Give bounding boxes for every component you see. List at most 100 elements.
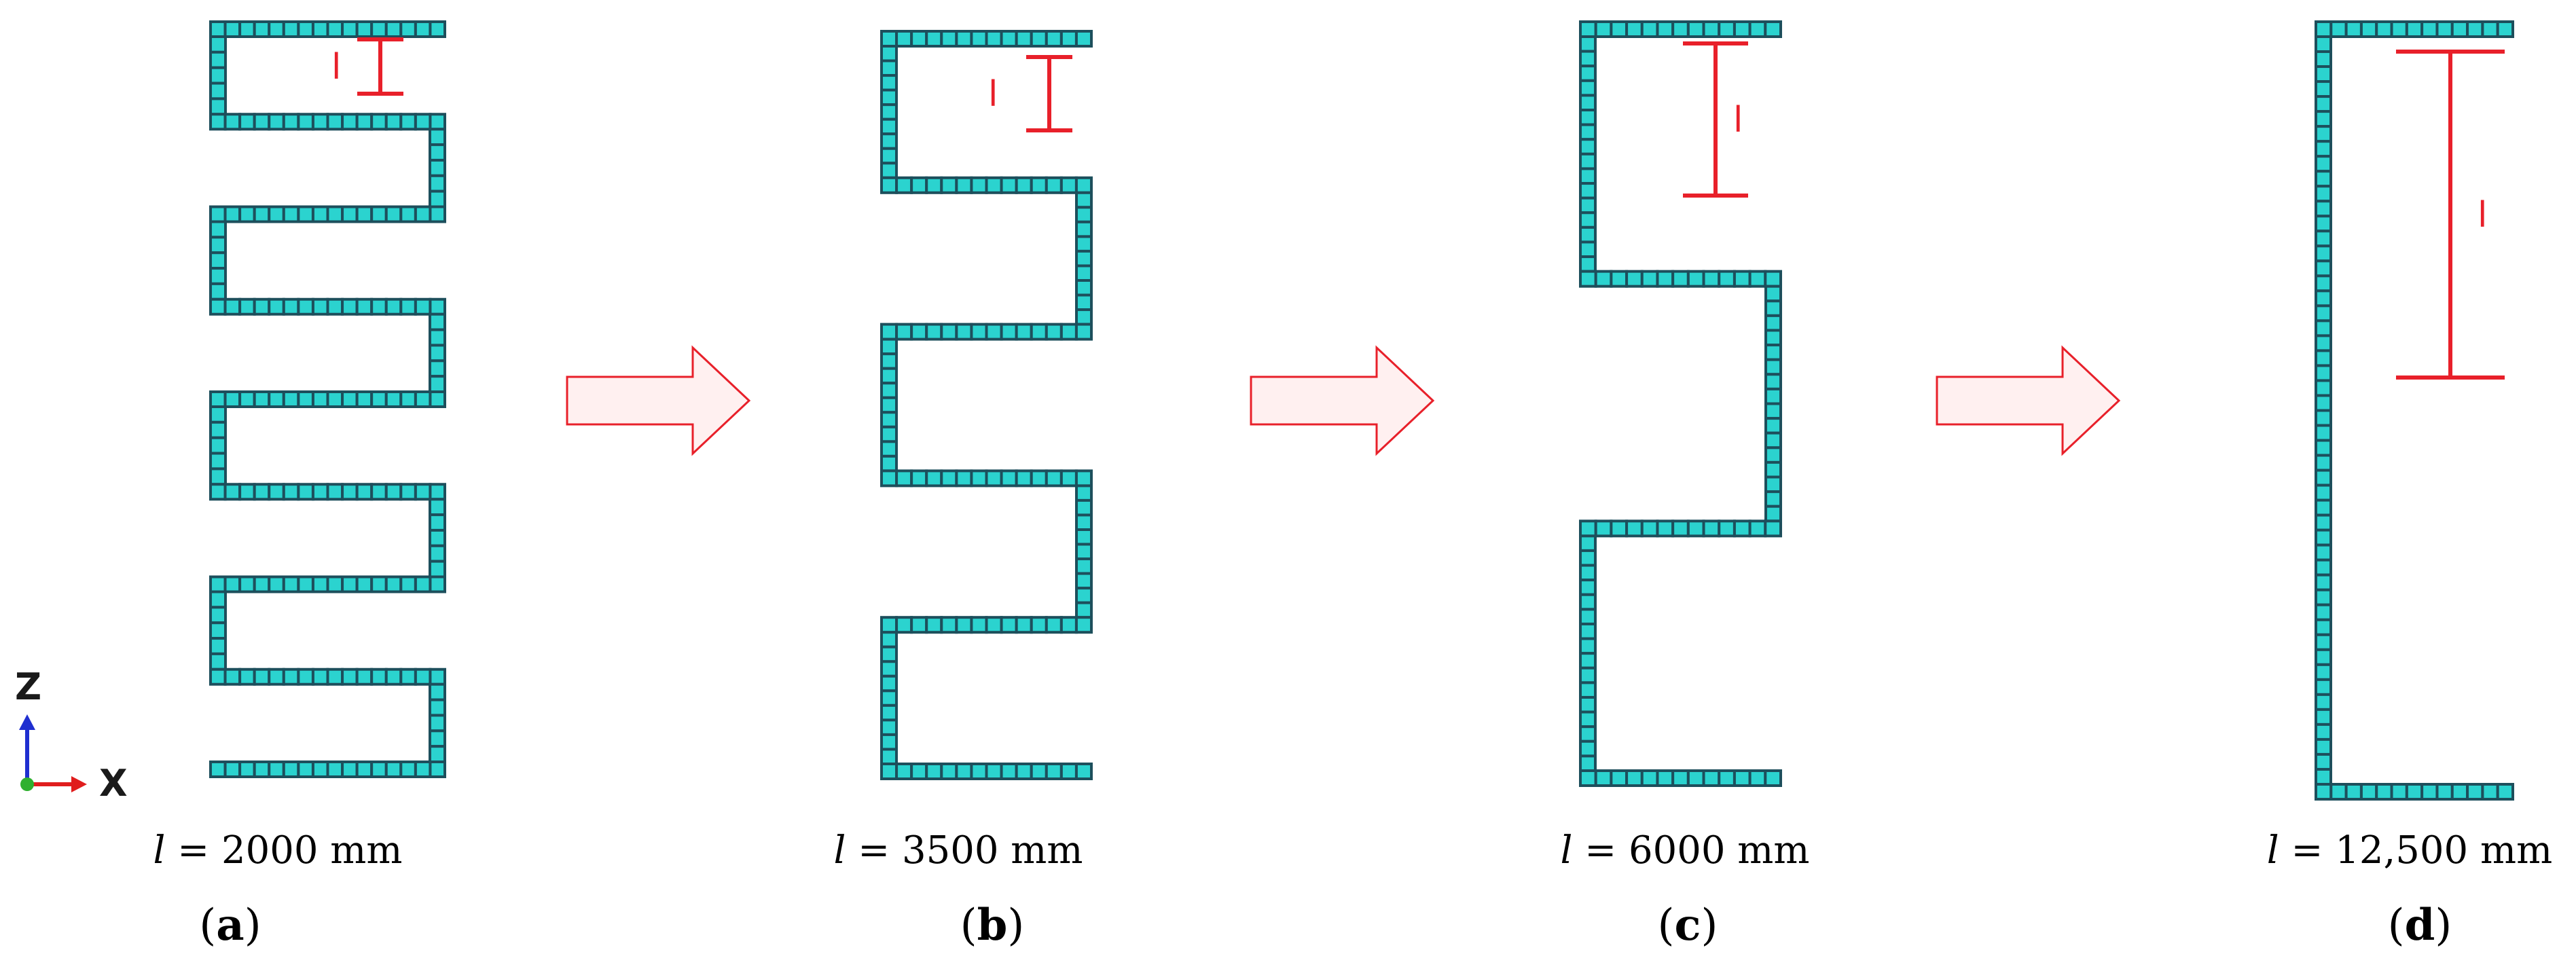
mesh-element: [326, 297, 344, 316]
mesh-element: [2315, 528, 2332, 547]
mesh-element: [223, 667, 242, 686]
mesh-element: [2315, 603, 2332, 621]
mesh-element: [326, 205, 344, 223]
mesh-element: [1764, 417, 1782, 435]
mesh-element: [1764, 519, 1782, 538]
mesh-element: [282, 390, 300, 408]
mesh-element: [1579, 240, 1597, 259]
mesh-element: [2315, 722, 2332, 741]
mesh-element: [238, 297, 256, 316]
mesh-element: [2450, 783, 2469, 801]
mesh-element: [2315, 215, 2332, 233]
mesh-element: [1075, 279, 1093, 297]
mesh-element: [1718, 519, 1736, 538]
mesh-element: [2315, 35, 2332, 54]
mesh-element: [1000, 176, 1018, 194]
mesh-element: [282, 761, 300, 778]
panel-letter: a: [216, 900, 244, 951]
mesh-element: [399, 575, 417, 593]
mesh-element: [1579, 666, 1597, 684]
mesh-element: [209, 35, 227, 54]
caption-length-b: l = 3500 mm: [833, 828, 1083, 873]
mesh-element: [880, 352, 898, 370]
mesh-element: [955, 30, 973, 48]
mesh-element: [2390, 20, 2408, 38]
mesh-element: [1764, 299, 1782, 317]
mesh-element: [1579, 710, 1597, 729]
mesh-element: [1075, 513, 1093, 532]
z-axis-arrowhead: [19, 714, 35, 730]
mesh-element: [1059, 176, 1078, 194]
mesh-element: [209, 575, 227, 593]
mesh-element: [326, 483, 344, 501]
mesh-element: [238, 205, 256, 223]
mesh-element: [1075, 528, 1093, 546]
mesh-element: [2315, 633, 2332, 651]
mesh-element: [370, 761, 388, 778]
mesh-element: [925, 763, 943, 780]
mesh-element: [1764, 358, 1782, 376]
mesh-element: [1059, 469, 1078, 488]
mesh-element: [1686, 20, 1705, 38]
mesh-element: [1045, 176, 1063, 194]
dimension-marker: l: [988, 55, 1072, 132]
mesh-element: [2315, 573, 2332, 591]
length-symbol: l: [1560, 828, 1573, 873]
mesh-element: [429, 729, 446, 748]
mesh-element: [1579, 123, 1597, 141]
mesh-element: [2466, 783, 2484, 801]
mesh-element: [399, 297, 417, 316]
mesh-element: [1656, 519, 1675, 538]
mesh-element: [1702, 270, 1721, 288]
mesh-element: [1000, 30, 1018, 48]
dimension-label: l: [2478, 195, 2487, 236]
mesh-element: [414, 667, 432, 686]
mesh-element: [2315, 140, 2332, 158]
mesh-element: [1000, 323, 1018, 341]
mesh-element: [1718, 270, 1736, 288]
mesh-element: [297, 667, 314, 686]
mesh-element: [2315, 334, 2332, 352]
mesh-element: [895, 30, 913, 48]
length-unit: mm: [1011, 828, 1083, 873]
mesh-element: [2405, 783, 2424, 801]
mesh-element: [1625, 270, 1644, 288]
mesh-element: [2315, 469, 2332, 487]
mesh-element: [297, 20, 314, 38]
mesh-element: [223, 113, 242, 131]
origin-dot: [20, 777, 34, 791]
mesh-element: [1015, 469, 1033, 488]
mesh-element: [1656, 769, 1675, 787]
mesh-element: [955, 616, 973, 634]
mesh-element: [1030, 176, 1048, 194]
mesh-element: [880, 411, 898, 428]
mesh-element: [910, 30, 928, 48]
mesh-element: [2315, 185, 2332, 203]
mesh-element: [1764, 431, 1782, 450]
mesh-element: [1015, 763, 1033, 780]
length-symbol: l: [2266, 828, 2279, 873]
mesh-element: [1702, 20, 1721, 38]
mesh-element: [2329, 783, 2348, 801]
mesh-element: [1610, 20, 1629, 38]
mesh-element: [1671, 20, 1690, 38]
panel-letter: d: [2404, 900, 2435, 951]
mesh-element: [429, 682, 446, 701]
mesh-element: [1000, 763, 1018, 780]
mesh-element: [1075, 191, 1093, 209]
mesh-element: [1074, 30, 1093, 48]
mesh-element: [2466, 20, 2484, 38]
mesh-element: [2315, 693, 2332, 711]
mesh-element: [1764, 387, 1782, 405]
mesh-element: [311, 667, 329, 686]
mesh-element: [880, 382, 898, 399]
mesh-element: [985, 176, 1003, 194]
mesh-element: [384, 390, 403, 408]
mesh-element: [326, 575, 344, 593]
mesh-element: [429, 344, 446, 363]
mesh-element: [384, 113, 403, 131]
mesh-element: [1074, 469, 1093, 488]
mesh-element: [282, 575, 300, 593]
mesh-element: [940, 616, 958, 634]
mesh-element: [429, 174, 446, 193]
